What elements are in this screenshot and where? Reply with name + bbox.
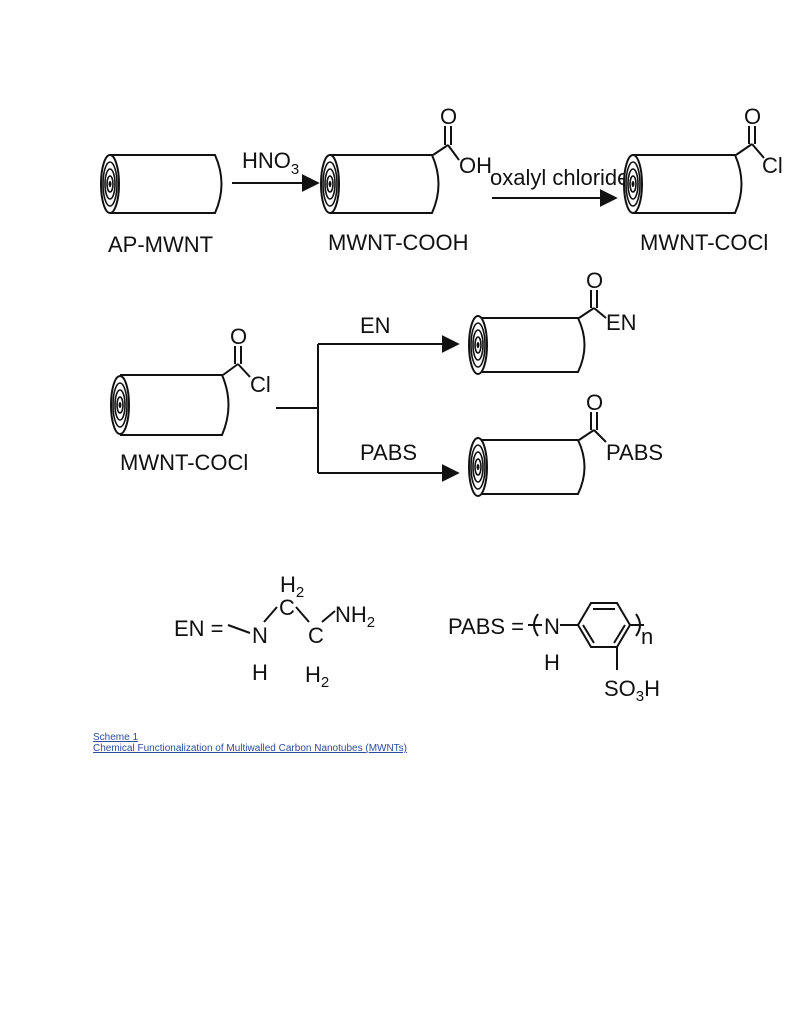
tube-mwnt-pabs: [468, 437, 586, 497]
tube-mwnt-en: [468, 315, 586, 375]
pabs-oxygen: O: [586, 390, 603, 415]
label-mwnt-cocl-1: MWNT-COCl: [640, 230, 768, 255]
carboxyl-bonds: [432, 126, 460, 161]
en-c1: C: [279, 595, 295, 620]
amide-en-bonds: [578, 290, 607, 319]
acid-oxygen: O: [440, 104, 457, 129]
tube-ap-mwnt: [100, 154, 223, 214]
caption-title-link[interactable]: Chemical Functionalization of Multiwalle…: [93, 743, 408, 754]
pabs-repeat-n: n: [641, 624, 653, 649]
en-h2-bottom: H2: [305, 662, 329, 691]
caption-scheme-link[interactable]: Scheme 1: [93, 732, 139, 743]
tube-mwnt-cocl-2: [110, 374, 230, 436]
pabs-so3h: SO3H: [604, 676, 660, 705]
reagent-oxalyl-chloride: oxalyl chloride: [490, 165, 629, 190]
acyl-chloride-bonds-1: [735, 126, 765, 159]
label-mwnt-cooh: MWNT-COOH: [328, 230, 469, 255]
label-mwnt-cocl-2: MWNT-COCl: [120, 450, 248, 475]
en-h2-top: H2: [280, 572, 304, 601]
pabs-h: H: [544, 650, 560, 675]
label-ap-mwnt: AP-MWNT: [108, 232, 213, 257]
pabs-group: PABS: [606, 440, 663, 465]
tube-mwnt-cooh: [320, 154, 440, 214]
reagent-pabs: PABS: [360, 440, 417, 465]
en-structure-bonds: [227, 606, 336, 634]
pabs-definition-label: PABS =: [448, 614, 524, 639]
en-nh2: NH2: [335, 602, 375, 631]
reaction-scheme: AP-MWNT HNO3 O OH MWNT-COOH oxalyl chlor…: [100, 104, 783, 705]
en-n: N: [252, 623, 268, 648]
pabs-n: N: [544, 614, 560, 639]
reagent-hno3: HNO3: [242, 148, 299, 178]
start-cl: Cl: [250, 372, 271, 397]
tube-mwnt-cocl-1: [623, 154, 743, 214]
amide-pabs-bonds: [578, 412, 607, 443]
pabs-structure: [528, 602, 644, 670]
start-oxygen: O: [230, 324, 247, 349]
en-c2: C: [308, 623, 324, 648]
acyl-oxygen-1: O: [744, 104, 761, 129]
acyl-cl-1: Cl: [762, 153, 783, 178]
branch-arrows: [276, 335, 460, 482]
reagent-en: EN: [360, 313, 391, 338]
figure-caption: Scheme 1 Chemical Functionalization of M…: [93, 732, 407, 754]
en-definition-label: EN =: [174, 616, 224, 641]
en-group: EN: [606, 310, 637, 335]
en-oxygen: O: [586, 268, 603, 293]
en-h: H: [252, 660, 268, 685]
acyl-chloride-bonds-2: [222, 346, 251, 378]
acid-oh: OH: [459, 153, 492, 178]
